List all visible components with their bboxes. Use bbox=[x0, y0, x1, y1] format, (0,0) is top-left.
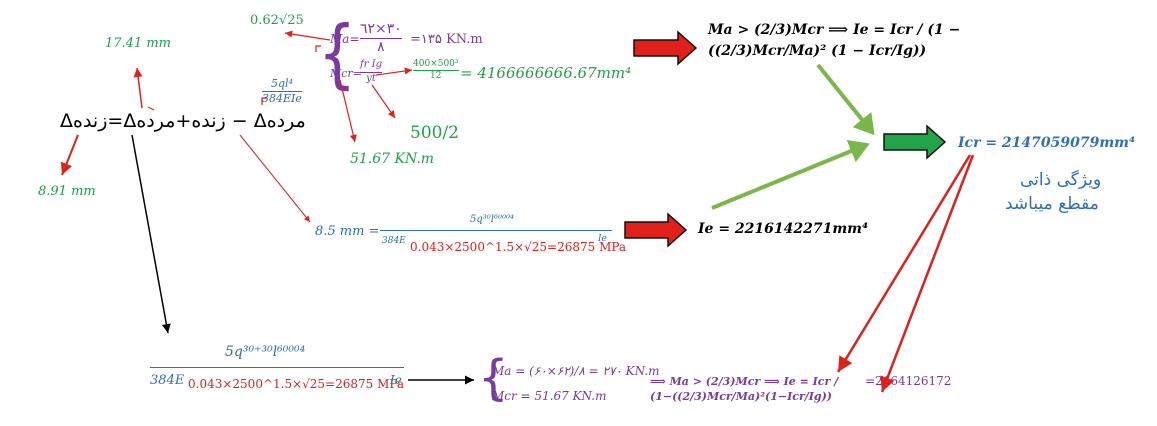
bottom-ie-formula: ⟹ Ma > (2/3)Mcr ⟹ Ie = Icr / (1−((2/3)Mc… bbox=[650, 375, 839, 404]
arrow-to-mid-deflection bbox=[239, 134, 311, 223]
bottom-ma: Ma = (۶۰×۶۲)/۸ = ۲۷۰ KN.m bbox=[492, 364, 660, 378]
ig-value: = 4166666666.67mm⁴ bbox=[460, 64, 632, 82]
ma-num: ٣٠×٦٢ bbox=[360, 21, 402, 37]
bottom-mcr: Mcr = 51.67 KN.m bbox=[492, 389, 607, 403]
ie-result: Ie = 2216142271mm⁴ bbox=[698, 221, 869, 237]
bottom-fraction-bar bbox=[150, 367, 404, 368]
block-arrow-green bbox=[883, 124, 947, 160]
top-brace: { bbox=[318, 10, 357, 98]
mcr-num: fr Ig bbox=[360, 59, 383, 70]
mid-defl-den-b: 0.043×2500^1.5×√25=26875 MPa bbox=[410, 240, 627, 254]
small-hook-mid bbox=[261, 97, 267, 105]
mcr-lhs: Mcr= bbox=[330, 67, 362, 80]
arrow-to-sqrt bbox=[147, 106, 155, 111]
green-arrow-from-mid bbox=[711, 139, 870, 210]
bottom-num: 5q³⁰⁺³⁰l⁶⁰⁰⁰⁴ bbox=[225, 344, 306, 360]
ig-num: 400×500³ bbox=[413, 59, 459, 69]
mcr-value: 51.67 KN.m bbox=[350, 151, 435, 167]
bottom-den-a: 384E bbox=[150, 373, 185, 388]
block-arrow-top bbox=[633, 30, 698, 66]
bottom-den-b: 0.043×2500^1.5×√25=26875 MPa bbox=[188, 377, 405, 391]
mid-defl-num: 5q³⁰l⁶⁰⁰⁰⁴ bbox=[470, 214, 515, 225]
bottom-brace: { bbox=[478, 350, 509, 406]
ma-rhs: =١٣۵ KN.m bbox=[410, 32, 483, 47]
half-height: 500/2 bbox=[410, 123, 459, 143]
arrow-to-ig bbox=[375, 67, 413, 76]
icr-value: Icr = 2147059079mm⁴ bbox=[958, 135, 1136, 151]
green-arrow-from-top bbox=[816, 63, 875, 136]
mcr-den: yt bbox=[366, 72, 376, 84]
ie-formula-top: Ma > (2/3)Mcr ⟹ Ie = Icr / (1 − ((2/3)Mc… bbox=[708, 22, 961, 59]
mid-defl-den-a: 384E bbox=[382, 236, 406, 246]
sqrt-term: 0.62√25 bbox=[250, 13, 304, 28]
small-hook-top bbox=[315, 45, 321, 52]
lower-deflection-value: 8.91 mm bbox=[38, 184, 96, 199]
arrow-to-sqrt-term bbox=[284, 30, 331, 41]
deflection-coefficient: 5ql⁴ 384EIe bbox=[262, 78, 302, 104]
mid-fraction-bar bbox=[380, 230, 612, 231]
ig-den: 12 bbox=[430, 71, 442, 82]
mid-deflection-value: 8.5 mm = bbox=[315, 224, 380, 239]
ma-den: ٨ bbox=[377, 38, 385, 55]
arrow-to-bottom-formula bbox=[131, 134, 171, 334]
upper-deflection-value: 17.41 mm bbox=[105, 36, 172, 51]
mcr-fraction: fr Ig yt bbox=[360, 59, 383, 84]
ma-lhs: Ma= bbox=[330, 32, 360, 46]
note-line-2: مقطع میباشد bbox=[1005, 194, 1099, 214]
defl-coef-den: 384EIe bbox=[262, 91, 302, 105]
bottom-den-c: Ie bbox=[390, 373, 402, 387]
main-equation: Δزنده=Δزنده+مرده − Δمرده bbox=[60, 110, 306, 132]
ma-fraction: ٣٠×٦٢ ٨ bbox=[360, 22, 402, 54]
red-arrow-to-bottom-icr-1 bbox=[836, 154, 972, 373]
note-line-1: ویژگی ذاتی bbox=[1020, 170, 1102, 190]
defl-coef-num: 5ql⁴ bbox=[270, 77, 293, 90]
block-arrow-mid bbox=[624, 212, 688, 248]
ig-fraction: 400×500³ 12 bbox=[413, 59, 459, 82]
mid-defl-den-c: Ie bbox=[598, 234, 607, 244]
arrow-to-upper-value bbox=[133, 67, 143, 109]
red-arrow-to-bottom-icr-2 bbox=[880, 154, 975, 393]
arrow-to-lower-value bbox=[60, 134, 79, 176]
arrow-to-mcr-value bbox=[339, 79, 357, 143]
arrow-to-half-height bbox=[371, 84, 396, 119]
